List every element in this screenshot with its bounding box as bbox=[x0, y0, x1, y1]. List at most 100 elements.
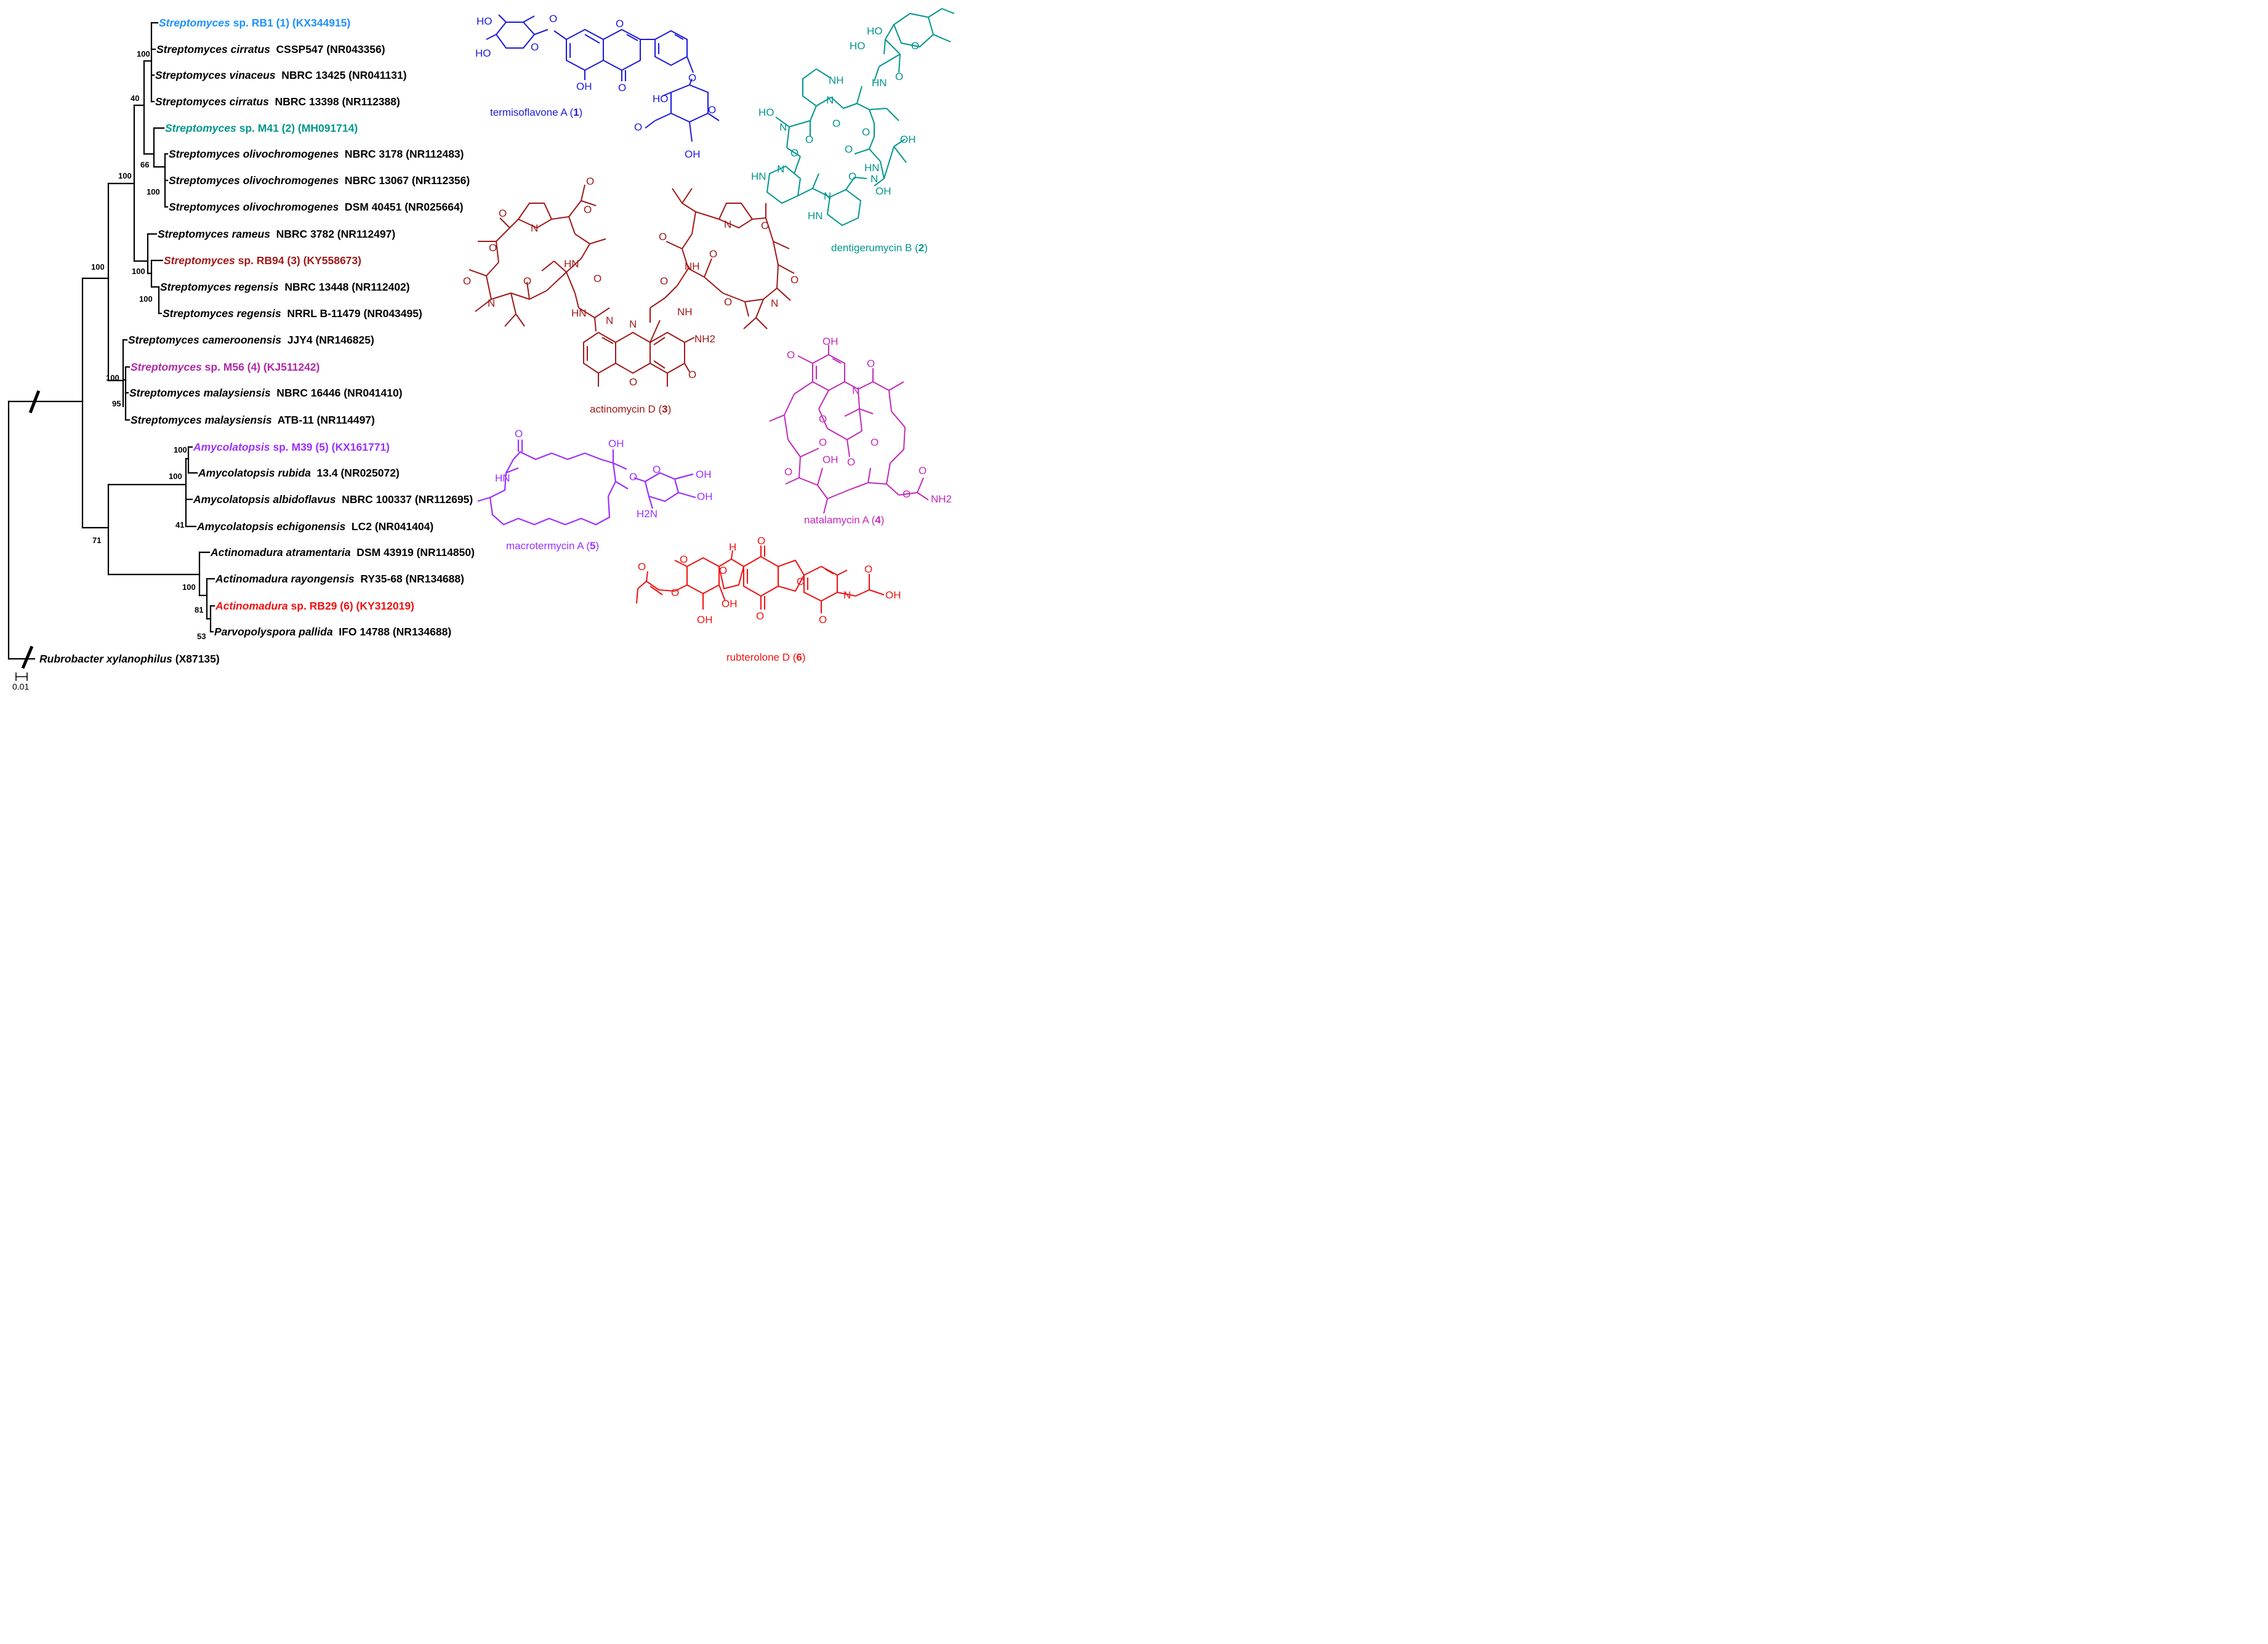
bootstrap-value: 66 bbox=[140, 160, 149, 169]
atom-label: O bbox=[629, 376, 637, 388]
atom-label: HO bbox=[850, 40, 866, 52]
atom-label: OH bbox=[697, 614, 713, 626]
structure-dentigerumycin-b: HO HO O NH N O HN O HO N O O O OH HN N O… bbox=[751, 8, 955, 227]
svg-text:Rubrobacter xylanophilus (X871: Rubrobacter xylanophilus (X87135) bbox=[39, 653, 220, 665]
compound-caption: rubterolone D (6) bbox=[726, 651, 806, 663]
atom-label: OH bbox=[885, 589, 901, 601]
bootstrap-value: 71 bbox=[92, 536, 101, 545]
svg-text:Streptomyces olivochromogenes: Streptomyces olivochromogenes NBRC 3178 … bbox=[169, 148, 464, 160]
atom-label: O bbox=[634, 121, 642, 133]
svg-text:Streptomyces cirratus NBRC 13: Streptomyces cirratus NBRC 13398 (NR1123… bbox=[155, 95, 400, 108]
bootstrap-value: 100 bbox=[106, 373, 119, 382]
atom-label: O bbox=[790, 147, 798, 159]
atom-label: O bbox=[862, 126, 870, 138]
svg-text:Streptomyces sp. M41 (2) (MH09: Streptomyces sp. M41 (2) (MH091714) bbox=[165, 122, 358, 134]
atom-label: O bbox=[499, 208, 507, 219]
atom-label: OH bbox=[608, 438, 624, 449]
svg-text:Amycolatopsis albidoflavus NB: Amycolatopsis albidoflavus NBRC 100337 (… bbox=[193, 493, 473, 506]
atom-label: O bbox=[709, 248, 717, 260]
atom-label: O bbox=[847, 456, 855, 468]
structure-macrotermycin-a: O OH HN O O OH OH H2N bbox=[477, 428, 713, 526]
svg-text:Streptomyces cameroonensis JJ: Streptomyces cameroonensis JJY4 (NR14682… bbox=[128, 334, 374, 346]
atom-label: H bbox=[729, 541, 736, 553]
atom-label: HN bbox=[751, 171, 766, 182]
atom-label: O bbox=[660, 275, 668, 287]
atom-label: O bbox=[911, 40, 919, 52]
svg-text:Streptomyces malaysiensis ATB: Streptomyces malaysiensis ATB-11 (NR1144… bbox=[131, 414, 375, 426]
atom-label: HO bbox=[653, 93, 669, 105]
atom-label: NH bbox=[677, 306, 693, 318]
svg-text:Amycolatopsis rubida 13.4 (NR: Amycolatopsis rubida 13.4 (NR025072) bbox=[198, 467, 400, 479]
bootstrap-value: 100 bbox=[174, 445, 187, 454]
structure-termisoflavone-a: HO HO O O O OH O O HO O O OH bbox=[475, 13, 720, 160]
atom-label: NH bbox=[829, 75, 844, 86]
atom-label: O bbox=[659, 231, 667, 243]
atom-label: O bbox=[805, 134, 813, 145]
atom-label: N bbox=[606, 315, 613, 326]
atom-label: NH2 bbox=[931, 493, 952, 505]
svg-text:Amycolatopsis echigonensis LC: Amycolatopsis echigonensis LC2 (NR041404… bbox=[196, 520, 433, 533]
compound-caption: termisoflavone A (1) bbox=[490, 107, 582, 118]
atom-label: H2N bbox=[637, 508, 657, 520]
atom-label: O bbox=[867, 358, 875, 369]
atom-label: O bbox=[903, 488, 911, 500]
svg-text:Streptomyces vinaceus NBRC 13: Streptomyces vinaceus NBRC 13425 (NR0411… bbox=[155, 69, 407, 81]
svg-text:Streptomyces sp. RB1 (1) (KX34: Streptomyces sp. RB1 (1) (KX344915) bbox=[159, 17, 350, 29]
svg-text:Amycolatopsis sp. M39 (5) (KX1: Amycolatopsis sp. M39 (5) (KX161771) bbox=[193, 441, 390, 453]
tree-branches bbox=[7, 22, 215, 681]
atom-label: N bbox=[629, 318, 637, 330]
svg-text:Streptomyces rameus NBRC 3782: Streptomyces rameus NBRC 3782 (NR112497) bbox=[158, 228, 395, 240]
compound-caption: natalamycin A (4) bbox=[804, 514, 884, 526]
atom-label: N bbox=[771, 297, 778, 309]
atom-label: O bbox=[871, 437, 879, 448]
atom-label: O bbox=[819, 437, 827, 448]
phylogenetic-tree: Streptomyces sp. RB1 (1) (KX344915) Stre… bbox=[7, 17, 475, 691]
atom-label: O bbox=[819, 413, 827, 425]
bootstrap-value: 81 bbox=[195, 605, 203, 614]
atom-label: N bbox=[531, 222, 538, 234]
svg-text:Actinomadura rayongensis RY35: Actinomadura rayongensis RY35-68 (NR1346… bbox=[215, 573, 464, 585]
atom-label: O bbox=[680, 554, 688, 565]
atom-label: NH bbox=[685, 260, 700, 272]
structure-rubterolone-d: H O O O O O O OH OH O O N O OH bbox=[636, 535, 901, 626]
scale-bar-label: 0.01 bbox=[12, 682, 29, 691]
atom-label: O bbox=[688, 369, 696, 381]
svg-text:Streptomyces olivochromogenes: Streptomyces olivochromogenes DSM 40451 … bbox=[169, 201, 464, 213]
atom-label: N bbox=[843, 589, 851, 601]
svg-text:Streptomyces regensis NBRC 13: Streptomyces regensis NBRC 13448 (NR1124… bbox=[160, 281, 410, 293]
atom-label: HN bbox=[564, 258, 579, 270]
atom-label: O bbox=[618, 82, 626, 94]
atom-label: O bbox=[489, 242, 497, 254]
atom-label: O bbox=[761, 220, 769, 232]
atom-label: O bbox=[790, 274, 798, 286]
atom-label: OH bbox=[900, 134, 916, 145]
bootstrap-value: 100 bbox=[137, 49, 150, 58]
atom-label: OH bbox=[875, 185, 891, 197]
bootstrap-value: 95 bbox=[112, 399, 121, 408]
atom-label: HN bbox=[864, 162, 880, 174]
svg-text:Streptomyces olivochromogenes: Streptomyces olivochromogenes NBRC 13067… bbox=[169, 174, 470, 187]
atom-label: N bbox=[777, 163, 784, 175]
atom-label: O bbox=[616, 18, 624, 30]
compound-caption: dentigerumycin B (2) bbox=[831, 242, 928, 254]
atom-label: O bbox=[638, 561, 646, 573]
atom-label: O bbox=[549, 13, 557, 25]
atom-label: O bbox=[708, 104, 716, 116]
atom-label: O bbox=[919, 465, 927, 477]
atom-label: O bbox=[719, 565, 727, 576]
atom-label: N bbox=[724, 219, 731, 230]
atom-label: OH bbox=[822, 454, 838, 465]
bootstrap-value: 100 bbox=[91, 262, 105, 272]
structure-natalamycin-a: OH O O N O O O O O OH O O NH2 bbox=[769, 336, 952, 514]
taxon-labels: Streptomyces sp. RB1 (1) (KX344915) Stre… bbox=[39, 17, 475, 665]
bootstrap-value: 100 bbox=[139, 294, 153, 304]
compound-caption: macrotermycin A (5) bbox=[506, 540, 599, 552]
atom-label: O bbox=[845, 143, 853, 155]
atom-label: O bbox=[832, 118, 840, 129]
atom-label: NH2 bbox=[694, 333, 715, 345]
bootstrap-values: 100 40 66 100 100 100 100 100 100 95 100… bbox=[91, 49, 206, 641]
atom-label: OH bbox=[576, 81, 592, 92]
atom-label: HN bbox=[872, 77, 887, 89]
atom-label: O bbox=[515, 428, 523, 440]
atom-label: HN bbox=[808, 210, 823, 222]
